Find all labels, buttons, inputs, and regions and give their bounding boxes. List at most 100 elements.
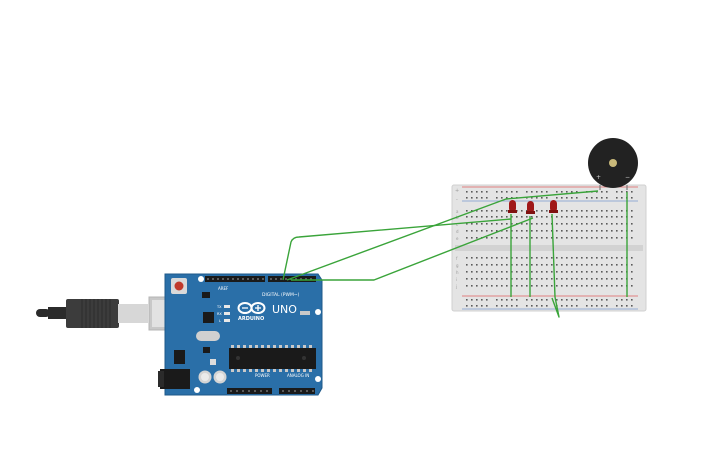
breadboard-hole[interactable]: [586, 285, 588, 287]
breadboard-hole[interactable]: [541, 299, 543, 301]
breadboard-hole[interactable]: [486, 299, 488, 301]
breadboard-hole[interactable]: [501, 299, 503, 301]
breadboard-hole[interactable]: [466, 285, 468, 287]
breadboard-hole[interactable]: [611, 237, 613, 239]
breadboard-hole[interactable]: [586, 271, 588, 273]
breadboard-hole[interactable]: [511, 223, 513, 225]
breadboard-hole[interactable]: [516, 257, 518, 259]
breadboard-hole[interactable]: [546, 264, 548, 266]
breadboard-hole[interactable]: [576, 271, 578, 273]
breadboard-hole[interactable]: [596, 305, 598, 307]
breadboard-hole[interactable]: [581, 237, 583, 239]
breadboard-hole[interactable]: [571, 278, 573, 280]
breadboard-hole[interactable]: [626, 299, 628, 301]
breadboard-hole[interactable]: [521, 216, 523, 218]
breadboard-hole[interactable]: [601, 299, 603, 301]
breadboard-hole[interactable]: [611, 230, 613, 232]
breadboard-hole[interactable]: [591, 305, 593, 307]
breadboard-hole[interactable]: [541, 264, 543, 266]
breadboard-hole[interactable]: [511, 305, 513, 307]
breadboard-hole[interactable]: [506, 285, 508, 287]
breadboard-hole[interactable]: [631, 191, 633, 193]
breadboard-hole[interactable]: [496, 223, 498, 225]
breadboard-hole[interactable]: [496, 216, 498, 218]
breadboard-hole[interactable]: [556, 223, 558, 225]
breadboard-hole[interactable]: [471, 237, 473, 239]
breadboard-hole[interactable]: [526, 264, 528, 266]
breadboard-hole[interactable]: [566, 197, 568, 199]
breadboard-hole[interactable]: [541, 285, 543, 287]
breadboard-hole[interactable]: [481, 271, 483, 273]
breadboard-hole[interactable]: [566, 285, 568, 287]
arduino-uno-board[interactable]: AREF DIGITAL (PWM~) TX RX L ARDUINO UNO: [158, 273, 323, 396]
breadboard-hole[interactable]: [511, 271, 513, 273]
breadboard-hole[interactable]: [521, 230, 523, 232]
breadboard-hole[interactable]: [546, 285, 548, 287]
reset-button[interactable]: [171, 278, 187, 294]
breadboard-hole[interactable]: [586, 278, 588, 280]
breadboard-hole[interactable]: [586, 223, 588, 225]
breadboard-hole[interactable]: [596, 237, 598, 239]
breadboard-hole[interactable]: [611, 257, 613, 259]
breadboard-hole[interactable]: [531, 257, 533, 259]
breadboard-hole[interactable]: [506, 210, 508, 212]
breadboard-hole[interactable]: [476, 264, 478, 266]
breadboard-hole[interactable]: [601, 278, 603, 280]
breadboard-hole[interactable]: [621, 197, 623, 199]
breadboard-hole[interactable]: [481, 230, 483, 232]
breadboard-hole[interactable]: [551, 271, 553, 273]
breadboard-hole[interactable]: [591, 264, 593, 266]
breadboard-hole[interactable]: [546, 210, 548, 212]
breadboard-hole[interactable]: [586, 216, 588, 218]
breadboard-hole[interactable]: [501, 223, 503, 225]
breadboard-hole[interactable]: [491, 271, 493, 273]
wire-pin-to-led2[interactable]: [286, 190, 599, 281]
breadboard-hole[interactable]: [506, 197, 508, 199]
breadboard-hole[interactable]: [571, 257, 573, 259]
breadboard-hole[interactable]: [541, 305, 543, 307]
breadboard-hole[interactable]: [556, 264, 558, 266]
breadboard-hole[interactable]: [476, 299, 478, 301]
breadboard-hole[interactable]: [466, 191, 468, 193]
breadboard-hole[interactable]: [556, 278, 558, 280]
breadboard-hole[interactable]: [466, 299, 468, 301]
breadboard-hole[interactable]: [536, 191, 538, 193]
breadboard-hole[interactable]: [546, 223, 548, 225]
breadboard-hole[interactable]: [576, 197, 578, 199]
breadboard-hole[interactable]: [531, 305, 533, 307]
breadboard-hole[interactable]: [546, 216, 548, 218]
breadboard-hole[interactable]: [466, 237, 468, 239]
breadboard-hole[interactable]: [496, 264, 498, 266]
breadboard-hole[interactable]: [596, 197, 598, 199]
breadboard-hole[interactable]: [496, 257, 498, 259]
breadboard-hole[interactable]: [606, 230, 608, 232]
breadboard-hole[interactable]: [586, 197, 588, 199]
breadboard-hole[interactable]: [576, 230, 578, 232]
breadboard-hole[interactable]: [471, 191, 473, 193]
breadboard-hole[interactable]: [486, 197, 488, 199]
breadboard-hole[interactable]: [606, 237, 608, 239]
breadboard-hole[interactable]: [546, 271, 548, 273]
breadboard-hole[interactable]: [616, 299, 618, 301]
breadboard-hole[interactable]: [591, 210, 593, 212]
breadboard-hole[interactable]: [616, 230, 618, 232]
breadboard-hole[interactable]: [606, 271, 608, 273]
breadboard-hole[interactable]: [566, 223, 568, 225]
breadboard-hole[interactable]: [496, 237, 498, 239]
breadboard-hole[interactable]: [526, 271, 528, 273]
breadboard-hole[interactable]: [501, 257, 503, 259]
breadboard-hole[interactable]: [561, 285, 563, 287]
breadboard-hole[interactable]: [516, 305, 518, 307]
breadboard-hole[interactable]: [591, 299, 593, 301]
breadboard-hole[interactable]: [591, 278, 593, 280]
breadboard-hole[interactable]: [581, 223, 583, 225]
breadboard-hole[interactable]: [566, 216, 568, 218]
breadboard-hole[interactable]: [471, 299, 473, 301]
breadboard-hole[interactable]: [501, 271, 503, 273]
breadboard-hole[interactable]: [616, 216, 618, 218]
breadboard-hole[interactable]: [606, 223, 608, 225]
breadboard-hole[interactable]: [571, 271, 573, 273]
breadboard-hole[interactable]: [516, 191, 518, 193]
breadboard-hole[interactable]: [601, 191, 603, 193]
breadboard-hole[interactable]: [616, 237, 618, 239]
